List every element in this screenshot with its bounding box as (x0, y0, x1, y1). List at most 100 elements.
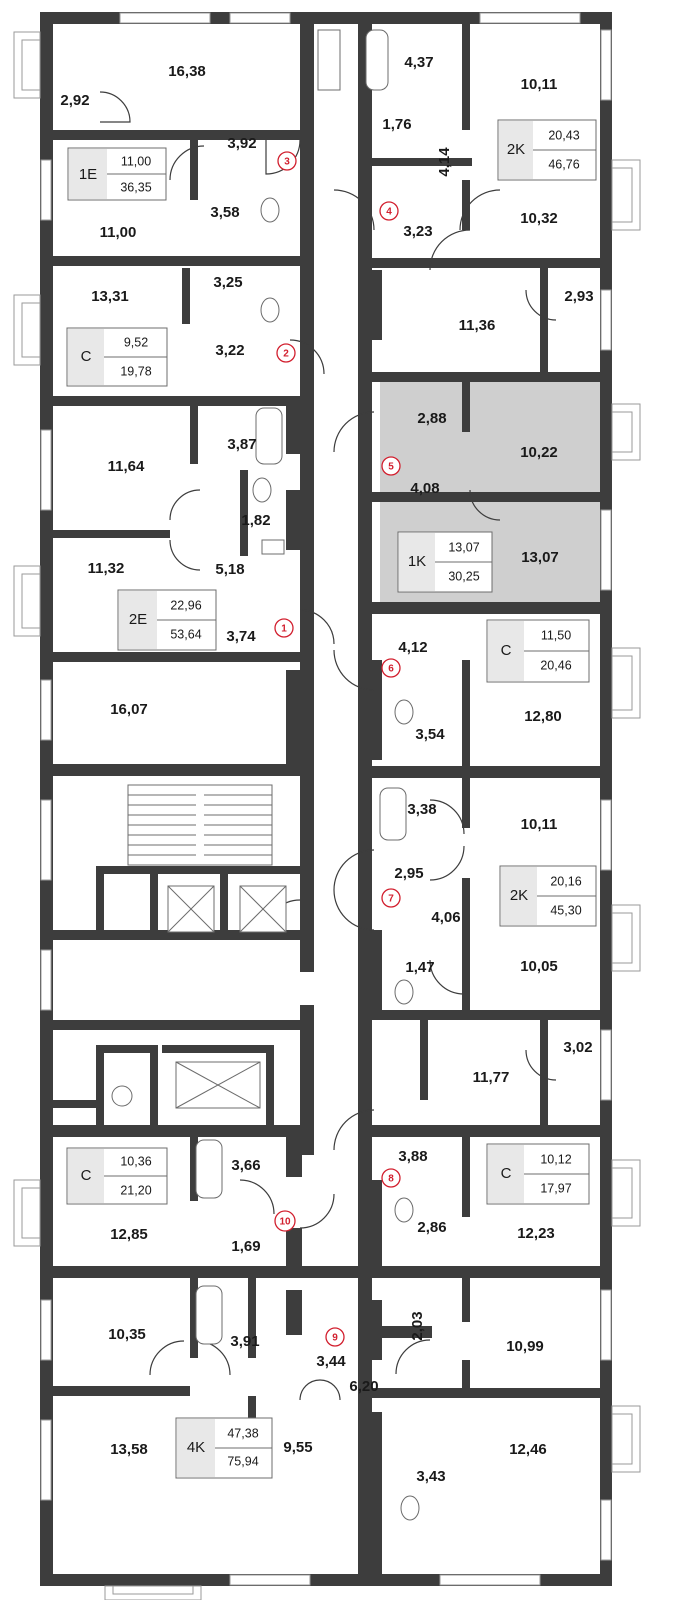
apartment-tag: 1E 11,00 36,35 (67, 147, 167, 201)
room-area: 3,54 (415, 726, 445, 743)
living-area: 22,96 (170, 598, 201, 612)
room-area: 3,23 (403, 223, 432, 240)
apartment-type: C (81, 1167, 92, 1184)
room-area: 4,08 (410, 480, 439, 497)
room-area: 3,58 (210, 204, 239, 221)
apartment-number-marker (381, 1168, 401, 1188)
room-area: 13,31 (91, 288, 129, 305)
apartment-tag: C 9,52 19,78 (66, 327, 168, 387)
apartment-tag: C 10,36 21,20 (66, 1147, 168, 1205)
total-area: 21,20 (120, 1183, 151, 1197)
apartment-tag: C 10,12 17,97 (486, 1143, 590, 1205)
room-area: 12,80 (524, 708, 562, 725)
living-area: 10,12 (540, 1152, 571, 1166)
room-area: 1,76 (382, 116, 411, 133)
room-area: 10,99 (506, 1338, 544, 1355)
apartment-number: 1 (281, 624, 287, 635)
apartment-number: 4 (386, 207, 392, 218)
living-area: 20,16 (550, 874, 581, 888)
apartment-number: 3 (284, 157, 290, 168)
living-area: 11,50 (541, 628, 571, 642)
total-area: 20,46 (540, 658, 571, 672)
apartment-number-marker (381, 456, 401, 476)
windows (13, 12, 641, 1600)
apartment-number-marker (325, 1327, 345, 1347)
room-area: 3,44 (316, 1353, 346, 1370)
room-labels: 16,38 2,92 3,92 11,00 3,58 13,31 3,25 3,… (60, 54, 593, 1485)
apartment-tag: 4K 47,38 75,94 (175, 1417, 273, 1479)
room-area: 4,12 (398, 639, 427, 656)
apartment-number: 10 (279, 1217, 291, 1228)
apartment-number: 5 (388, 462, 394, 473)
apartment-tag: 2K 20,43 46,76 (497, 119, 597, 181)
apartment-type: C (501, 642, 512, 659)
room-area: 16,38 (168, 63, 206, 80)
room-area: 2,93 (564, 288, 593, 305)
apartment-tag: 1K 13,07 30,25 (397, 531, 493, 593)
room-area: 11,32 (88, 560, 125, 577)
total-area: 45,30 (550, 903, 581, 917)
room-area: 2,03 (409, 1311, 426, 1340)
total-area: 30,25 (448, 569, 479, 583)
room-area: 3,25 (213, 274, 242, 291)
apartment-number-marker (274, 618, 294, 638)
room-area: 5,18 (215, 561, 244, 578)
room-area: 2,95 (394, 865, 423, 882)
room-area: 11,64 (108, 458, 145, 475)
room-area: 10,35 (108, 1326, 146, 1343)
room-area: 3,74 (226, 628, 256, 645)
door-swings (99, 91, 557, 1401)
room-area: 10,32 (520, 210, 558, 227)
apartment-type: 2E (129, 611, 147, 628)
apartment-tag: 2E 22,96 53,64 (117, 589, 217, 651)
apartment-tags: 1E 11,00 36,35 C 9,52 19,78 2E 22,96 53,… (66, 119, 597, 1479)
apartment-number-marker (274, 1210, 296, 1232)
room-area: 4,37 (404, 54, 433, 71)
stairs (127, 784, 273, 866)
room-area: 10,11 (521, 816, 558, 833)
room-area: 2,92 (60, 92, 89, 109)
living-area: 13,07 (448, 540, 479, 554)
room-area: 2,88 (417, 410, 446, 427)
apartment-type: 1E (79, 166, 97, 183)
room-area: 3,92 (227, 135, 256, 152)
room-area: 1,82 (241, 512, 270, 529)
room-area: 10,05 (520, 958, 558, 975)
room-area: 3,66 (231, 1157, 260, 1174)
apartment-tag: C 11,50 20,46 (486, 619, 590, 683)
apartment-number-marker (381, 888, 401, 908)
room-area: 13,58 (110, 1441, 148, 1458)
total-area: 36,35 (120, 180, 151, 194)
apartment-number: 7 (388, 894, 394, 905)
room-area: 13,07 (521, 549, 559, 566)
room-area: 1,69 (231, 1238, 260, 1255)
apartment-type: C (81, 348, 92, 365)
apartment-type: 4K (187, 1439, 205, 1456)
room-area: 11,77 (473, 1069, 510, 1086)
room-area: 3,22 (215, 342, 244, 359)
total-area: 53,64 (170, 627, 201, 641)
living-area: 11,00 (121, 154, 151, 168)
apartment-type: 2K (510, 887, 528, 904)
apartment-number: 2 (283, 349, 289, 360)
room-area: 4,14 (436, 147, 453, 177)
elevators (167, 885, 287, 1109)
bathroom-fixtures (111, 29, 420, 1521)
room-area: 11,00 (100, 224, 137, 241)
apartment-type: 2K (507, 141, 525, 158)
apartment-number-marker (277, 151, 297, 171)
apartment-tag: 2K 20,16 45,30 (499, 865, 597, 927)
living-area: 20,43 (548, 128, 579, 142)
living-area: 47,38 (227, 1426, 258, 1440)
room-area: 3,43 (416, 1468, 445, 1485)
room-area: 2,86 (417, 1219, 446, 1236)
room-area: 12,46 (509, 1441, 547, 1458)
room-area: 12,85 (110, 1226, 148, 1243)
room-area: 3,02 (563, 1039, 592, 1056)
apartment-number: 8 (388, 1174, 394, 1185)
total-area: 17,97 (540, 1181, 571, 1195)
room-area: 3,91 (230, 1333, 259, 1350)
room-area: 9,55 (283, 1439, 312, 1456)
apartment-number: 9 (332, 1333, 338, 1344)
apartment-type: C (501, 1165, 512, 1182)
